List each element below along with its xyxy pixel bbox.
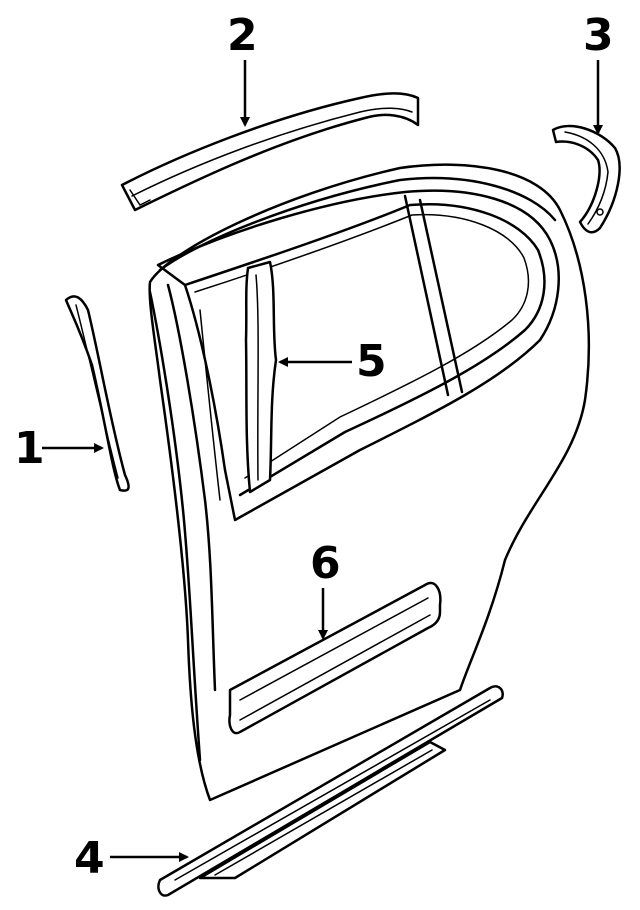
part-1-edge-molding — [64, 295, 130, 492]
callout-label-2: 2 — [227, 10, 258, 61]
part-4-sill-plate — [157, 685, 504, 897]
callout-label-5: 5 — [356, 336, 387, 387]
callout-label-1: 1 — [14, 423, 45, 474]
callout-1: 1 — [14, 423, 104, 474]
callout-label-4: 4 — [74, 833, 105, 884]
callout-5: 5 — [278, 336, 387, 387]
callout-6: 6 — [310, 538, 341, 640]
rear-door-panel — [148, 163, 591, 802]
part-5-window-channel — [244, 260, 278, 494]
callout-label-3: 3 — [583, 10, 614, 61]
part-2-frame-molding — [120, 92, 420, 212]
part-6-side-molding — [228, 581, 442, 735]
callout-4: 4 — [74, 833, 189, 884]
part-3-corner-molding — [551, 124, 621, 234]
callout-label-6: 6 — [310, 538, 341, 589]
callout-2: 2 — [227, 10, 258, 127]
callout-3: 3 — [583, 10, 614, 135]
